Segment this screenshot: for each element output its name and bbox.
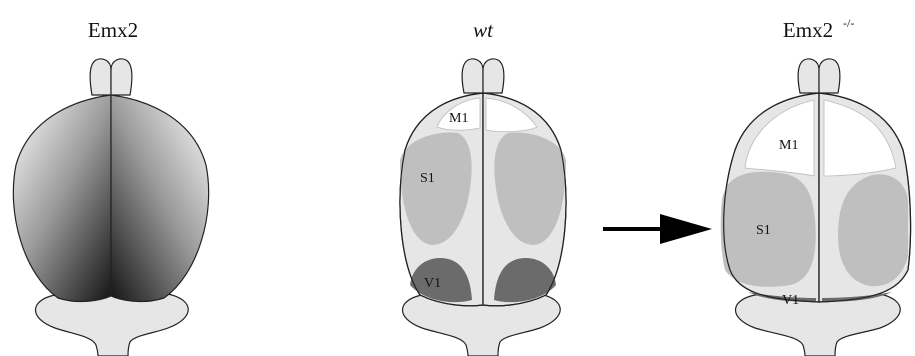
panel-wt: wt M1 S1 V1 [400, 18, 566, 356]
olfactory-bulb-left [90, 59, 111, 95]
olfactory-bulb-left [462, 59, 483, 93]
hemisphere-right-gradient [111, 95, 209, 302]
panel-title-superscript: -/- [843, 16, 854, 30]
transition-arrow [603, 214, 712, 244]
olfactory-bulb-right [819, 59, 840, 93]
region-label-s1: S1 [420, 171, 435, 186]
olfactory-bulb-right [111, 59, 132, 95]
hemisphere-left-gradient [13, 95, 111, 302]
brainstem [35, 294, 188, 356]
panel-title-wt: wt [473, 18, 494, 42]
region-label-s1: S1 [756, 223, 771, 238]
panel-emx2-mutant: Emx2 -/- M1 S1 V1 [721, 16, 911, 356]
panel-emx2-gradient: Emx2 [13, 18, 208, 356]
region-label-m1: M1 [449, 111, 468, 126]
olfactory-bulb-right [483, 59, 504, 93]
brainstem [735, 294, 900, 356]
panel-title-mutant: Emx2 [783, 18, 833, 42]
region-label-m1: M1 [779, 138, 798, 153]
olfactory-bulb-left [798, 59, 819, 93]
region-label-v1: V1 [782, 293, 799, 308]
panel-title-emx2: Emx2 [88, 18, 138, 42]
region-label-v1: V1 [424, 276, 441, 291]
